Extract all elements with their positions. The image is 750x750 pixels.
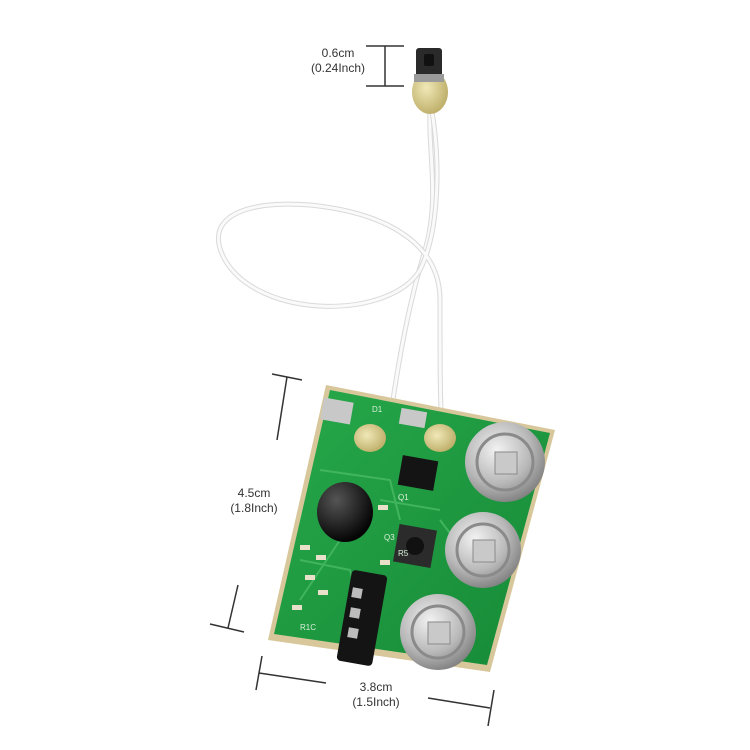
width-dimension-metric: 3.8cm — [359, 680, 393, 694]
epoxy-dome — [317, 482, 373, 542]
dimension-lines — [209, 45, 495, 727]
glue-blob — [354, 424, 386, 452]
height-dimension-imperial: (1.8Inch) — [230, 501, 278, 515]
button-dimension-label: 0.6cm (0.24Inch) — [298, 46, 378, 76]
width-dimension-imperial: (1.5Inch) — [352, 695, 400, 709]
width-dimension-label: 3.8cm (1.5Inch) — [336, 680, 416, 710]
silkscreen-label: Q1 — [398, 493, 409, 502]
battery-holder — [445, 512, 521, 588]
silkscreen-label: D1 — [372, 405, 383, 414]
audio-jack — [336, 570, 388, 666]
ic-chip — [397, 455, 439, 491]
onboard-push-button — [392, 523, 438, 569]
silkscreen-label: Q3 — [384, 533, 395, 542]
glue-blob — [424, 424, 456, 452]
remote-push-button — [412, 48, 448, 114]
silkscreen-label: R5 — [398, 549, 409, 558]
height-dimension-label: 4.5cm (1.8Inch) — [218, 486, 290, 516]
height-dimension-metric: 4.5cm — [237, 486, 271, 500]
smd-components — [292, 505, 390, 610]
button-dimension-imperial: (0.24Inch) — [310, 61, 366, 75]
silkscreen-label: R1C — [300, 623, 316, 632]
wire-pair — [216, 109, 445, 433]
button-dimension-metric: 0.6cm — [321, 46, 355, 60]
battery-holder — [465, 422, 545, 502]
battery-holder — [400, 594, 476, 670]
